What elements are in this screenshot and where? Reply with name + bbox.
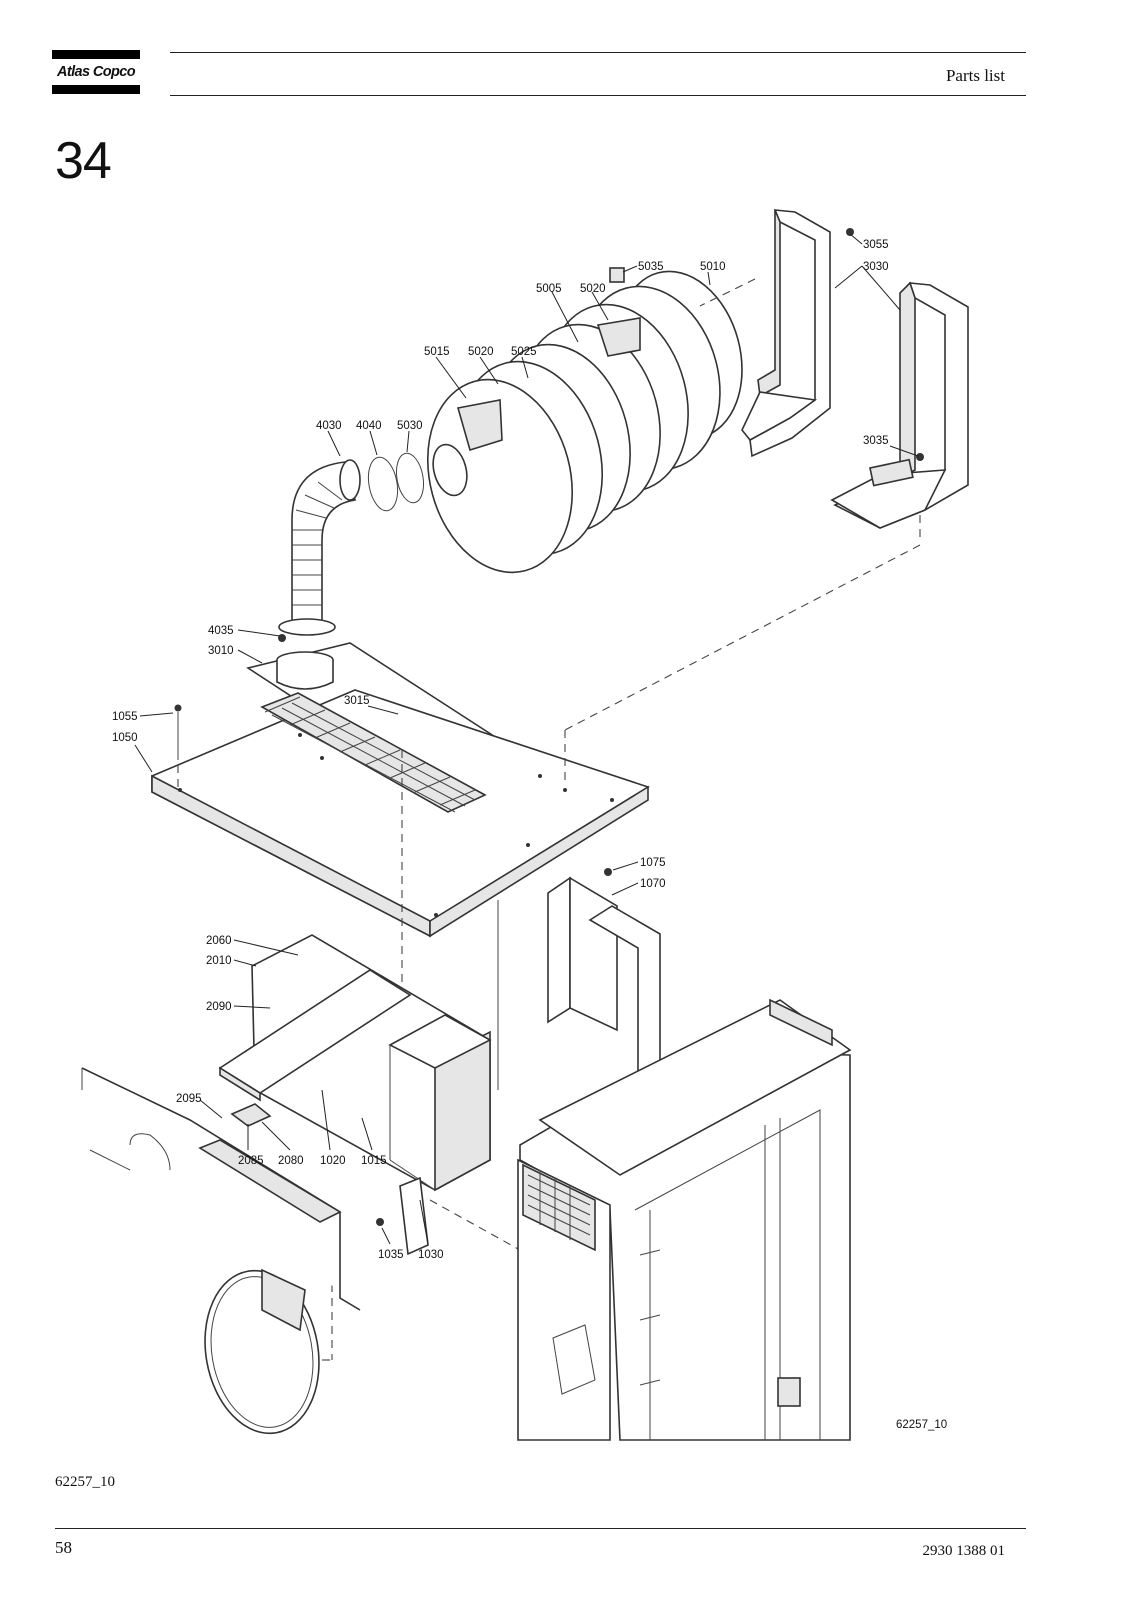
roof-grille <box>260 692 487 813</box>
gland-5035 <box>609 267 625 283</box>
logo-bar-bottom <box>52 85 140 94</box>
callout-1070: 1070 <box>640 878 666 890</box>
callout-5025: 5025 <box>511 346 537 358</box>
callout-2060: 2060 <box>206 935 232 947</box>
callout-4035: 4035 <box>208 625 234 637</box>
hose-clamp-4035 <box>278 634 286 642</box>
footer-rule <box>55 1528 1026 1529</box>
flexible-hose-4030 <box>278 459 361 636</box>
drawing-reference-code: 62257_10 <box>896 1419 947 1431</box>
logo-bar-top <box>52 50 140 59</box>
screw-3055 <box>846 228 854 236</box>
callout-5015: 5015 <box>424 346 450 358</box>
callout-1030: 1030 <box>418 1249 444 1261</box>
bracket-3030-rear <box>741 209 831 458</box>
callout-labels: 3055 3030 5035 5010 5005 5020 5015 5020 … <box>112 239 947 1431</box>
screw-1035 <box>376 1218 384 1226</box>
header-rule-top <box>170 52 1026 53</box>
duct-box-2010 <box>218 934 492 1192</box>
callout-4030: 4030 <box>316 420 342 432</box>
gasket-ring <box>204 1268 320 1435</box>
fan-grill-2080 <box>230 1103 272 1127</box>
section-title: Parts list <box>945 66 1005 85</box>
chapter-number: 34 <box>55 132 112 190</box>
callout-1075: 1075 <box>640 857 666 869</box>
callout-5005: 5005 <box>536 283 562 295</box>
screw-3035 <box>916 453 924 461</box>
callout-5010: 5010 <box>700 261 726 273</box>
callout-1020: 1020 <box>320 1155 346 1167</box>
clamp-ring-4040 <box>367 456 399 512</box>
side-panel-1070 <box>497 876 661 1106</box>
callout-1035: 1035 <box>378 1249 404 1261</box>
page-number: 58 <box>55 1538 72 1557</box>
callout-3010: 3010 <box>208 645 234 657</box>
callout-3035: 3035 <box>863 435 889 447</box>
main-cabinet <box>517 998 852 1441</box>
clamp-ring-5030 <box>395 452 425 504</box>
callout-3030: 3030 <box>863 261 889 273</box>
screw-1075 <box>604 868 612 876</box>
callout-5020-upper: 5020 <box>580 283 606 295</box>
header-rule-bottom <box>170 95 1026 96</box>
bracket-3030-front <box>830 281 969 540</box>
callout-3055: 3055 <box>863 239 889 251</box>
logo-wordmark: Atlas Copco <box>57 64 136 80</box>
leader-lines <box>134 233 919 1245</box>
callout-2010: 2010 <box>206 955 232 967</box>
callout-5020-lower: 5020 <box>468 346 494 358</box>
callout-3015: 3015 <box>344 695 370 707</box>
callout-2090: 2090 <box>206 1001 232 1013</box>
figure-code: 62257_10 <box>55 1474 115 1490</box>
callout-1055: 1055 <box>112 711 138 723</box>
callout-4040: 4040 <box>356 420 382 432</box>
filter-housing <box>426 270 743 574</box>
document-number: 2930 1388 01 <box>922 1543 1006 1559</box>
bolt-1055 <box>174 704 182 760</box>
bracket-1030 <box>399 1176 429 1256</box>
left-casing-panel <box>81 1067 361 1311</box>
callout-2085: 2085 <box>238 1155 264 1167</box>
callout-5035: 5035 <box>638 261 664 273</box>
callout-1050: 1050 <box>112 732 138 744</box>
atlas-copco-logo: Atlas Copco <box>52 50 140 94</box>
roof-panel-1050 <box>151 689 650 938</box>
callout-2080: 2080 <box>278 1155 304 1167</box>
callout-5030: 5030 <box>397 420 423 432</box>
callout-2095: 2095 <box>176 1093 202 1105</box>
callout-1015: 1015 <box>361 1155 387 1167</box>
